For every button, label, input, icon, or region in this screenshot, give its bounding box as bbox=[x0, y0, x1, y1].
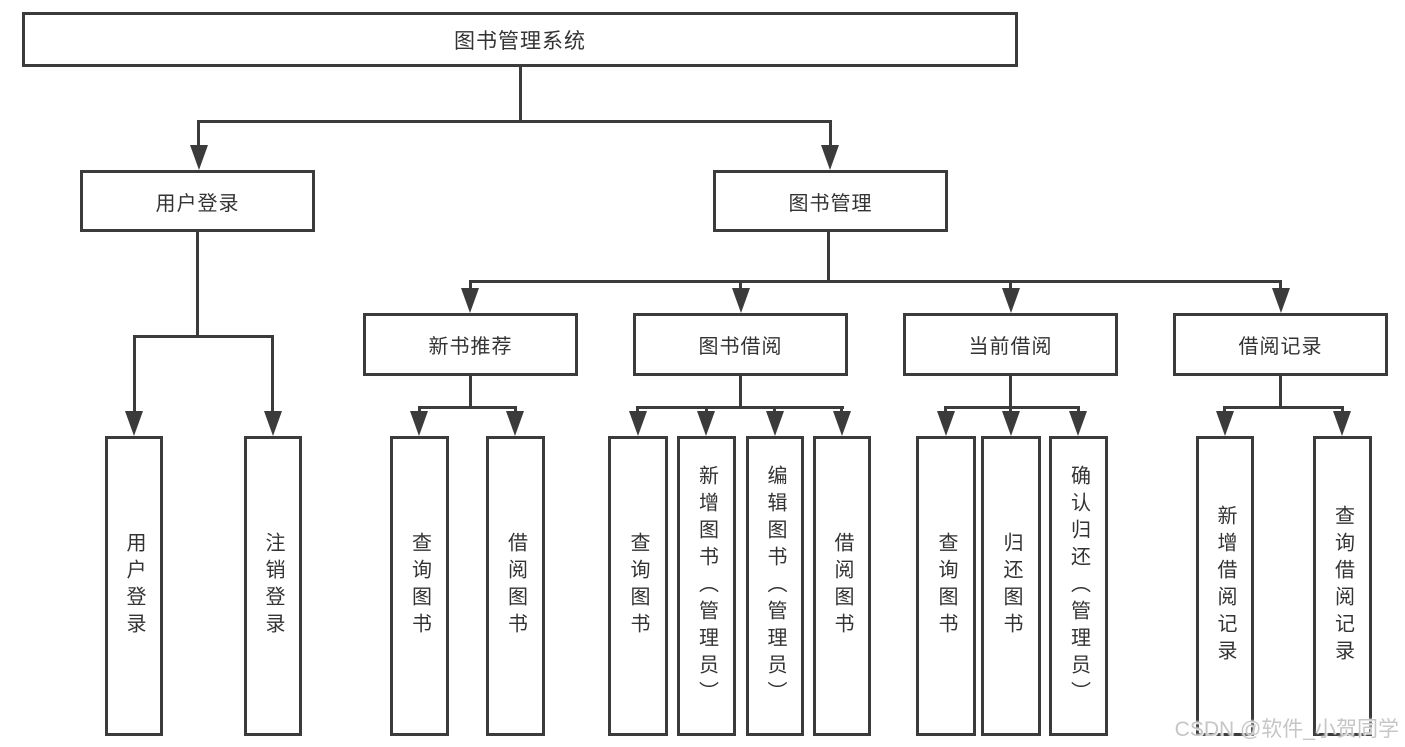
connector-drop-bb-add bbox=[705, 406, 708, 414]
arrowhead-book-borrow bbox=[732, 288, 750, 313]
leaf-bb-add-books-admin-label: 新增图书（管理员） bbox=[695, 464, 718, 708]
leaf-rec-borrow-books-label: 借阅图书 bbox=[504, 532, 527, 640]
leaf-user-login: 用户登录 bbox=[105, 436, 163, 736]
arrowhead-cb-query bbox=[937, 411, 955, 436]
leaf-user-login-label: 用户登录 bbox=[123, 532, 145, 640]
connector-drop-cb-query bbox=[944, 406, 947, 414]
arrowhead-cb-confirm bbox=[1069, 411, 1087, 436]
leaf-br-add-record-label: 新增借阅记录 bbox=[1214, 505, 1236, 667]
arrowhead-borrow-records bbox=[1272, 288, 1290, 313]
connector-drop-leaf-login bbox=[133, 335, 136, 413]
node-user-login: 用户登录 bbox=[80, 170, 315, 232]
leaf-bb-add-books-admin: 新增图书（管理员） bbox=[677, 436, 736, 736]
node-book-management: 图书管理 bbox=[713, 170, 948, 232]
connector-drop-bb-edit bbox=[773, 406, 776, 414]
connector-drop-br-add bbox=[1223, 406, 1226, 414]
node-book-borrowing: 图书借阅 bbox=[633, 313, 848, 376]
arrowhead-leaf-logout bbox=[264, 411, 282, 436]
arrowhead-bb-query bbox=[629, 411, 647, 436]
connector-new-book-rec-vline bbox=[469, 376, 472, 408]
arrowhead-br-add bbox=[1216, 411, 1234, 436]
connector-new-book-rec-hline bbox=[418, 406, 517, 409]
node-user-login-label: 用户登录 bbox=[155, 192, 240, 215]
leaf-rec-borrow-books: 借阅图书 bbox=[486, 436, 545, 736]
arrowhead-bb-borrow bbox=[833, 411, 851, 436]
csdn-watermark: CSDN @软件_小贺同学 bbox=[1174, 718, 1399, 741]
leaf-cb-confirm-return-admin: 确认归还（管理员） bbox=[1049, 436, 1108, 736]
arrowhead-br-query bbox=[1333, 411, 1351, 436]
arrowhead-rec-borrow bbox=[506, 411, 524, 436]
connector-borrow-records-hline bbox=[1223, 406, 1344, 409]
connector-drop-new-book-rec bbox=[469, 280, 472, 290]
arrowhead-rec-query bbox=[410, 411, 428, 436]
leaf-br-query-record-label: 查询借阅记录 bbox=[1331, 505, 1354, 667]
arrowhead-new-book-rec bbox=[461, 288, 479, 313]
arrowhead-bb-add bbox=[697, 411, 715, 436]
leaf-cb-confirm-return-admin-label: 确认归还（管理员） bbox=[1067, 464, 1090, 708]
leaf-logout: 注销登录 bbox=[244, 436, 302, 736]
arrowhead-cb-return bbox=[1002, 411, 1020, 436]
node-root-label: 图书管理系统 bbox=[454, 29, 586, 53]
arrowhead-user-login bbox=[190, 145, 208, 170]
connector-drop-current-borrow bbox=[1009, 280, 1012, 290]
connector-drop-book-borrow bbox=[739, 280, 742, 290]
node-borrowing-records: 借阅记录 bbox=[1173, 313, 1388, 376]
node-new-book-recommend-label: 新书推荐 bbox=[428, 336, 513, 358]
leaf-cb-query-books-label: 查询图书 bbox=[935, 532, 957, 640]
connector-user-login-vline bbox=[196, 232, 199, 338]
connector-book-borrow-hline bbox=[636, 406, 844, 409]
connector-drop-bb-query bbox=[636, 406, 639, 414]
node-book-management-label: 图书管理 bbox=[788, 192, 873, 215]
connector-book-mgmt-hline bbox=[469, 280, 1282, 283]
leaf-bb-borrow-books-label: 借阅图书 bbox=[831, 532, 853, 640]
connector-drop-borrow-records bbox=[1279, 280, 1282, 290]
arrowhead-bb-edit bbox=[766, 411, 784, 436]
leaf-cb-return-books: 归还图书 bbox=[981, 436, 1041, 736]
connector-drop-leaf-logout bbox=[271, 335, 274, 413]
connector-root-hline bbox=[197, 120, 832, 123]
leaf-br-query-record: 查询借阅记录 bbox=[1313, 436, 1372, 736]
leaf-cb-query-books: 查询图书 bbox=[916, 436, 976, 736]
leaf-br-add-record: 新增借阅记录 bbox=[1196, 436, 1254, 736]
connector-current-borrow-hline bbox=[944, 406, 1080, 409]
connector-root-vline bbox=[519, 67, 522, 121]
connector-book-borrow-vline bbox=[739, 376, 742, 408]
leaf-bb-query-books: 查询图书 bbox=[608, 436, 668, 736]
node-current-borrowing-label: 当前借阅 bbox=[968, 336, 1053, 358]
node-current-borrowing: 当前借阅 bbox=[903, 313, 1118, 376]
leaf-logout-label: 注销登录 bbox=[262, 532, 284, 640]
node-new-book-recommend: 新书推荐 bbox=[363, 313, 578, 376]
connector-drop-rec-borrow bbox=[514, 406, 517, 414]
connector-book-mgmt-vline bbox=[827, 232, 830, 282]
arrowhead-current-borrow bbox=[1002, 288, 1020, 313]
connector-drop-cb-confirm bbox=[1077, 406, 1080, 414]
connector-drop-user-login bbox=[197, 120, 200, 148]
connector-current-borrow-vline bbox=[1009, 376, 1012, 408]
connector-user-login-hline bbox=[133, 335, 274, 338]
node-borrowing-records-label: 借阅记录 bbox=[1238, 336, 1323, 358]
leaf-bb-edit-books-admin: 编辑图书（管理员） bbox=[746, 436, 804, 736]
node-book-borrowing-label: 图书借阅 bbox=[698, 336, 783, 358]
connector-drop-book-mgmt bbox=[829, 120, 832, 148]
node-root: 图书管理系统 bbox=[22, 12, 1018, 67]
arrowhead-leaf-login bbox=[125, 411, 143, 436]
connector-drop-bb-borrow bbox=[840, 406, 843, 414]
leaf-rec-query-books-label: 查询图书 bbox=[408, 532, 431, 640]
leaf-rec-query-books: 查询图书 bbox=[390, 436, 449, 736]
leaf-bb-edit-books-admin-label: 编辑图书（管理员） bbox=[764, 464, 786, 708]
connector-drop-rec-query bbox=[418, 406, 421, 414]
arrowhead-book-mgmt bbox=[821, 145, 839, 170]
connector-borrow-records-vline bbox=[1279, 376, 1282, 408]
leaf-bb-query-books-label: 查询图书 bbox=[627, 532, 649, 640]
connector-drop-cb-return bbox=[1009, 406, 1012, 414]
leaf-bb-borrow-books: 借阅图书 bbox=[813, 436, 871, 736]
leaf-cb-return-books-label: 归还图书 bbox=[1000, 532, 1022, 640]
connector-drop-br-query bbox=[1341, 406, 1344, 414]
